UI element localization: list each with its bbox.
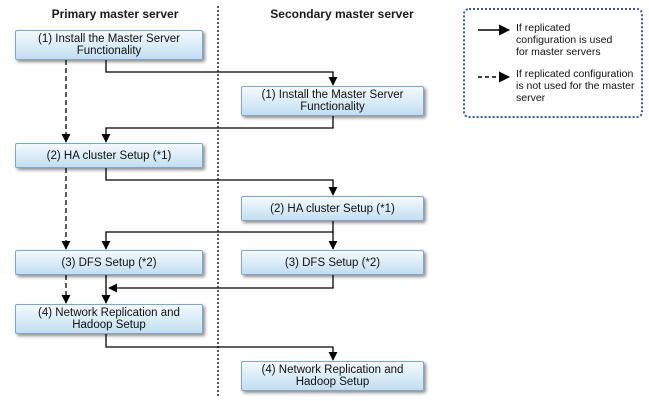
- legend-solid-label: If replicated configuration is used for …: [516, 22, 613, 58]
- arrow-p2-to-s2: [105, 168, 338, 196]
- arrow-s3-to-p4: [108, 275, 334, 293]
- primary-step-2-box: (2) HA cluster Setup (*1): [15, 143, 203, 168]
- secondary-step-4-box: (4) Network Replication and Hadoop Setup: [241, 361, 424, 391]
- primary-step-1-box: (1) Install the Master Server Functional…: [15, 30, 203, 60]
- arrow-s1-to-p2: [101, 116, 334, 143]
- secondary-master-heading: Secondary master server: [270, 7, 414, 21]
- primary-master-heading: Primary master server: [51, 7, 179, 21]
- primary-step-3-box: (3) DFS Setup (*2): [15, 250, 203, 275]
- arrow-p4-to-s4: [105, 334, 338, 361]
- arrow-p1-to-s1: [105, 60, 338, 86]
- secondary-step-1-box: (1) Install the Master Server Functional…: [241, 86, 424, 116]
- primary-step-4-box: (4) Network Replication and Hadoop Setup: [15, 304, 203, 334]
- legend-dashed-label: If replicated configuration is not used …: [516, 68, 635, 104]
- secondary-step-3-box: (3) DFS Setup (*2): [241, 250, 424, 275]
- legend-box: [463, 8, 643, 118]
- arrow-s2-to-p3: [101, 221, 334, 250]
- secondary-step-2-box: (2) HA cluster Setup (*1): [241, 196, 424, 221]
